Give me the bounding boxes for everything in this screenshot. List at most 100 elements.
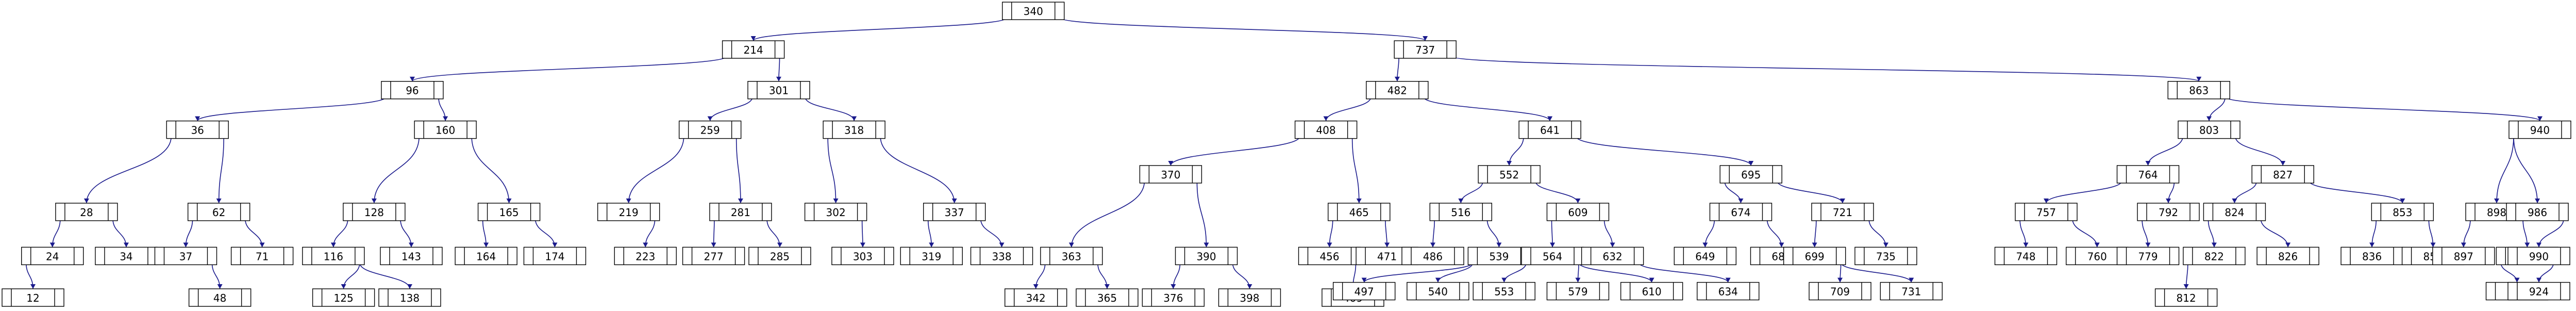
node-box (1298, 247, 1361, 266)
node-box (2154, 288, 2218, 307)
edge-arrow-214-301 (776, 76, 781, 81)
node-box (1394, 40, 1457, 59)
edge-arrow-516-539 (1496, 242, 1502, 248)
node-box (1175, 247, 1238, 266)
edge-arrow-408-370 (1168, 160, 1174, 166)
node-label: 471 (1377, 250, 1397, 263)
node-label: 259 (700, 124, 720, 137)
node-box (230, 247, 294, 266)
edge-arrow-827-824 (2232, 198, 2237, 203)
node-box (747, 81, 810, 100)
node-label: 516 (1451, 206, 1470, 219)
edge-arrow-465-471 (1384, 242, 1390, 248)
node-label: 337 (945, 206, 964, 219)
tree-node-456: 456 (1298, 247, 1361, 266)
tree-node-674: 674 (1709, 203, 1772, 221)
edge-arrow-482-641 (1547, 116, 1553, 121)
edge-arrow-721-735 (1883, 242, 1888, 248)
node-label: 497 (1354, 286, 1374, 298)
edge-803-827 (2235, 136, 2284, 166)
node-label: 709 (1830, 286, 1850, 298)
edge-259-281 (735, 136, 741, 203)
edge-arrow-853-836 (2369, 242, 2375, 248)
node-label: 223 (635, 250, 655, 263)
edge-arrow-36-28 (83, 198, 89, 203)
edge-arrow-116-125 (341, 284, 346, 289)
node-box (1546, 203, 1610, 221)
node-label: 641 (1540, 124, 1560, 137)
node-label: 731 (1901, 286, 1921, 298)
tree-node-764: 764 (2116, 165, 2180, 184)
edge-arrow-552-516 (1458, 198, 1464, 203)
edge-370-363 (1071, 181, 1145, 248)
edge-318-337 (880, 136, 955, 203)
tree-node-408: 408 (1294, 120, 1358, 139)
tree-node-301: 301 (747, 81, 810, 100)
edge-arrow-465-456 (1327, 242, 1332, 248)
tree-node-824: 824 (2203, 203, 2266, 221)
tree-node-709: 709 (1809, 282, 1871, 301)
tree-node-940: 940 (2508, 120, 2571, 139)
tree-node-803: 803 (2178, 120, 2240, 139)
tree-node-721: 721 (1811, 203, 1874, 221)
node-label: 318 (844, 124, 864, 137)
node-box (477, 203, 541, 221)
tree-node-174: 174 (523, 247, 587, 266)
node-box (2256, 247, 2319, 266)
edge-arrow-911-924 (2536, 277, 2542, 283)
tree-node-649: 649 (1674, 247, 1737, 266)
edge-827-853 (2309, 181, 2403, 204)
tree-node-36: 36 (166, 120, 229, 139)
tree-node-337: 337 (923, 203, 986, 221)
tree-node-731: 731 (1880, 282, 1943, 301)
node-label: 764 (2138, 169, 2157, 181)
node-label: 465 (1349, 206, 1369, 219)
node-box (823, 120, 885, 139)
edge-552-609 (1535, 181, 1579, 204)
node-box (970, 247, 1033, 266)
node-box (188, 288, 252, 307)
edge-36-28 (86, 136, 172, 203)
edge-482-641 (1423, 96, 1550, 121)
edge-arrow-674-686 (1779, 242, 1784, 248)
node-box (343, 203, 406, 221)
tree-node-28: 28 (55, 203, 118, 221)
node-box (2371, 203, 2434, 221)
node-label: 824 (2224, 206, 2244, 219)
node-label: 827 (2273, 169, 2293, 181)
edge-721-735 (1868, 218, 1886, 248)
edge-160-165 (471, 136, 510, 203)
tree-node-116: 116 (302, 247, 365, 266)
node-label: 408 (1316, 124, 1336, 137)
edge-arrow-863-940 (2537, 116, 2542, 121)
edge-arrow-699-731 (1909, 277, 1914, 283)
edge-arrow-641-695 (1748, 160, 1754, 166)
edge-arrow-516-486 (1430, 242, 1436, 248)
edge-arrow-695-674 (1738, 198, 1744, 203)
tree-node-96: 96 (381, 81, 444, 100)
node-box (523, 247, 587, 266)
edge-370-390 (1196, 181, 1207, 248)
edges-layer (25, 17, 2564, 289)
tree-node-695: 695 (1719, 165, 1782, 184)
node-label: 390 (1196, 250, 1216, 263)
edge-482-408 (1325, 96, 1371, 121)
node-label: 863 (2189, 85, 2209, 97)
node-label: 281 (731, 206, 750, 219)
tree-node-735: 735 (1854, 247, 1917, 266)
tree-node-281: 281 (709, 203, 772, 221)
edge-arrow-609-564 (1550, 242, 1555, 248)
edge-arrow-37-48 (217, 284, 223, 289)
node-box (381, 81, 444, 100)
edge-803-764 (2147, 136, 2183, 166)
node-box (2251, 165, 2314, 184)
tree-node-486: 486 (1401, 247, 1464, 266)
node-label: 24 (46, 250, 59, 263)
edge-arrow-337-338 (999, 242, 1005, 248)
tree-node-319: 319 (900, 247, 963, 266)
tree-node-303: 303 (831, 247, 894, 266)
tree-node-37: 37 (154, 247, 218, 266)
tree-node-826: 826 (2256, 247, 2319, 266)
node-label: 482 (1387, 85, 1407, 97)
